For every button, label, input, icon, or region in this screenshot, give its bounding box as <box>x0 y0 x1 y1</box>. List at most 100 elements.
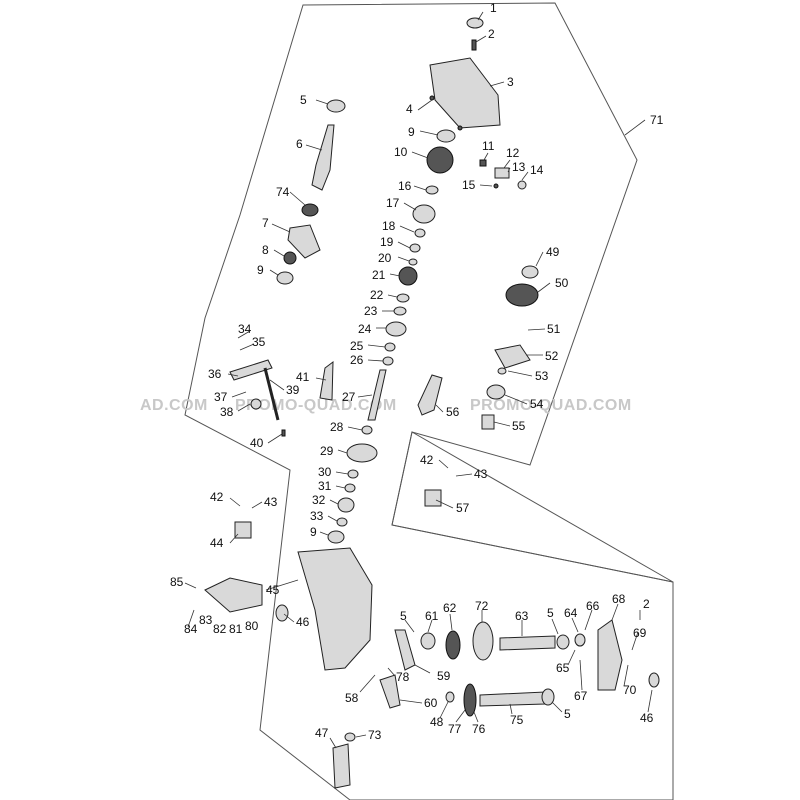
part-3-cover <box>429 57 501 129</box>
part-75-shaft <box>479 691 546 707</box>
part-9-bearing-c <box>327 530 345 544</box>
callout-10: 10 <box>394 145 408 159</box>
callout-33: 33 <box>310 509 324 523</box>
callout-4: 4 <box>406 102 413 116</box>
part-59-fork <box>394 629 416 671</box>
callout-36: 36 <box>208 367 222 381</box>
callout-41: 41 <box>296 370 310 384</box>
callout-17: 17 <box>386 196 400 210</box>
callout-47: 47 <box>315 726 329 740</box>
part-4-dowel <box>429 95 435 101</box>
part-68-cover <box>597 619 623 691</box>
callout-5: 5 <box>564 707 571 721</box>
callout-31: 31 <box>318 479 332 493</box>
part-16 <box>425 185 439 195</box>
part-45-case <box>297 547 373 671</box>
callout-9: 9 <box>257 263 264 277</box>
callout-29: 29 <box>320 444 334 458</box>
callout-69: 69 <box>633 626 647 640</box>
callout-9: 9 <box>310 525 317 539</box>
callout-64: 64 <box>564 606 578 620</box>
part-46-seal-b <box>648 672 660 688</box>
callout-8: 8 <box>262 243 269 257</box>
callout-80: 80 <box>245 619 259 633</box>
part-31 <box>344 483 356 493</box>
part-55 <box>481 414 495 430</box>
part-4-dowel-b <box>457 125 463 131</box>
part-12-13 <box>494 167 510 179</box>
part-6-shaft <box>311 124 335 191</box>
part-77-gear <box>463 683 477 717</box>
part-5-bearing-b <box>556 634 570 650</box>
callout-11: 11 <box>482 139 495 153</box>
leader-lines <box>184 11 653 749</box>
watermark-right: PROMO-QUAD.COM <box>470 397 632 414</box>
part-64 <box>574 633 586 647</box>
part-72-disc <box>472 621 494 661</box>
part-57-sensor <box>424 489 442 507</box>
part-33 <box>336 517 348 527</box>
callout-18: 18 <box>382 219 396 233</box>
part-38 <box>250 398 262 410</box>
callout-15: 15 <box>462 178 476 192</box>
callout-63: 63 <box>515 609 529 623</box>
callout-26: 26 <box>350 353 364 367</box>
callout-74: 74 <box>276 185 290 199</box>
callout-40: 40 <box>250 436 264 450</box>
callout-14: 14 <box>530 163 544 177</box>
callout-43: 43 <box>474 467 488 481</box>
callout-35: 35 <box>252 335 266 349</box>
callout-70: 70 <box>623 683 637 697</box>
callout-68: 68 <box>612 592 626 606</box>
callout-82: 82 <box>213 622 227 636</box>
callout-77: 77 <box>448 722 462 736</box>
callout-39: 39 <box>286 383 300 397</box>
callout-76: 76 <box>472 722 486 736</box>
callout-32: 32 <box>312 493 326 507</box>
callout-44: 44 <box>210 536 224 550</box>
part-1-seal <box>466 17 484 29</box>
callout-85: 85 <box>170 575 184 589</box>
callout-23: 23 <box>364 304 378 318</box>
callout-42: 42 <box>210 490 224 504</box>
callout-6: 6 <box>296 137 303 151</box>
upper-assembly-outline <box>184 2 674 800</box>
callout-51: 51 <box>547 322 561 336</box>
callout-12: 12 <box>506 146 520 160</box>
part-7-chain <box>287 224 321 259</box>
callout-16: 16 <box>398 179 412 193</box>
part-49 <box>521 265 539 279</box>
callout-1: 1 <box>490 1 497 15</box>
part-29-gear <box>346 443 378 463</box>
callout-65: 65 <box>556 661 570 675</box>
part-19 <box>409 243 421 253</box>
callout-54: 54 <box>530 397 544 411</box>
callout-30: 30 <box>318 465 332 479</box>
part-73 <box>344 732 356 742</box>
part-62-gear <box>445 630 461 660</box>
part-27-shaft <box>367 369 387 421</box>
part-80-85-cluster <box>204 577 263 613</box>
part-5-bearing <box>326 99 346 113</box>
part-30 <box>347 469 359 479</box>
callout-5: 5 <box>300 93 307 107</box>
part-40 <box>281 429 286 437</box>
part-44-sensor <box>234 521 252 539</box>
part-60-fork <box>379 674 401 709</box>
part-54 <box>486 384 506 400</box>
part-53 <box>497 367 507 375</box>
part-39-rod <box>263 367 280 421</box>
parts <box>204 17 660 789</box>
callout-24: 24 <box>358 322 372 336</box>
part-9-bearing-b <box>436 129 456 143</box>
part-41-fork <box>319 360 334 401</box>
callout-5: 5 <box>400 609 407 623</box>
callout-50: 50 <box>555 276 569 290</box>
part-46-seal-a <box>275 604 289 622</box>
callout-37: 37 <box>214 390 228 404</box>
callout-71: 71 <box>650 113 664 127</box>
part-25 <box>384 342 396 352</box>
part-15 <box>493 183 499 189</box>
part-24 <box>385 321 407 337</box>
